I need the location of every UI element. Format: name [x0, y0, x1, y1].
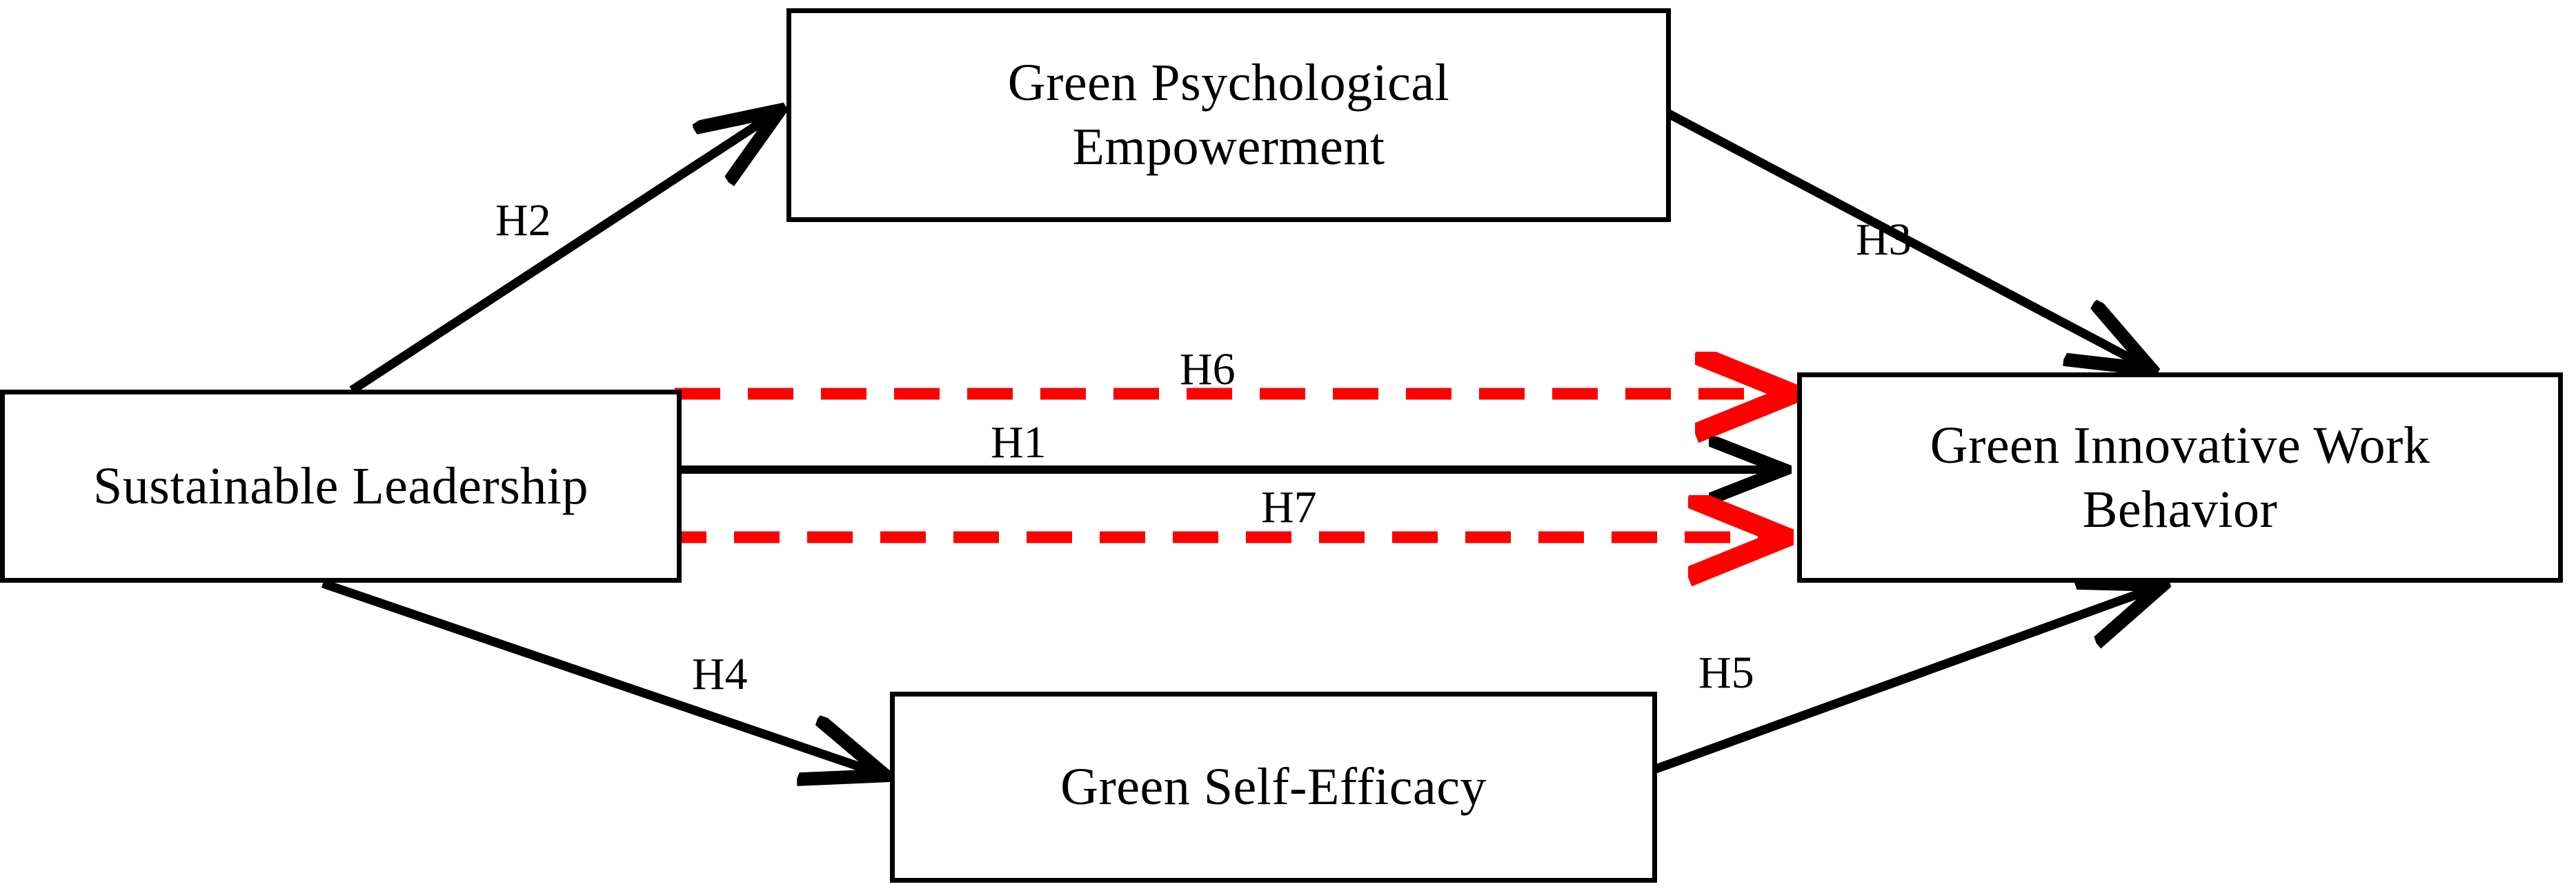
node-label-sustainable-leadership: Sustainable Leadership	[92, 457, 588, 515]
edge-label-h5: H5	[1698, 648, 1754, 698]
node-green-psychological-empowerment[interactable]: Green Psychological Empowerment	[786, 8, 1671, 222]
edge-label-h7: H7	[1261, 482, 1317, 532]
edge-line-h3	[1653, 103, 2147, 367]
edge-label-h1: H1	[991, 417, 1047, 468]
node-sustainable-leadership[interactable]: Sustainable Leadership	[0, 390, 682, 583]
edge-label-h4: H4	[692, 649, 748, 699]
edge-line-h4	[321, 579, 880, 774]
node-green-self-efficacy[interactable]: Green Self-Efficacy	[890, 692, 1657, 883]
node-label-green-psychological-empowerment: Green Psychological Empowerment	[1007, 54, 1450, 176]
edge-label-h2: H2	[495, 195, 551, 246]
edge-label-h3: H3	[1856, 214, 1912, 265]
node-green-innovative-work-behavior[interactable]: Green Innovative Work Behavior	[1797, 372, 2563, 583]
edge-line-h5	[1623, 587, 2158, 785]
node-label-green-innovative-work-behavior: Green Innovative Work Behavior	[1930, 416, 2430, 539]
edge-label-h6: H6	[1180, 344, 1236, 394]
edge-line-h2	[349, 113, 775, 394]
node-label-green-self-efficacy: Green Self-Efficacy	[1060, 758, 1487, 817]
